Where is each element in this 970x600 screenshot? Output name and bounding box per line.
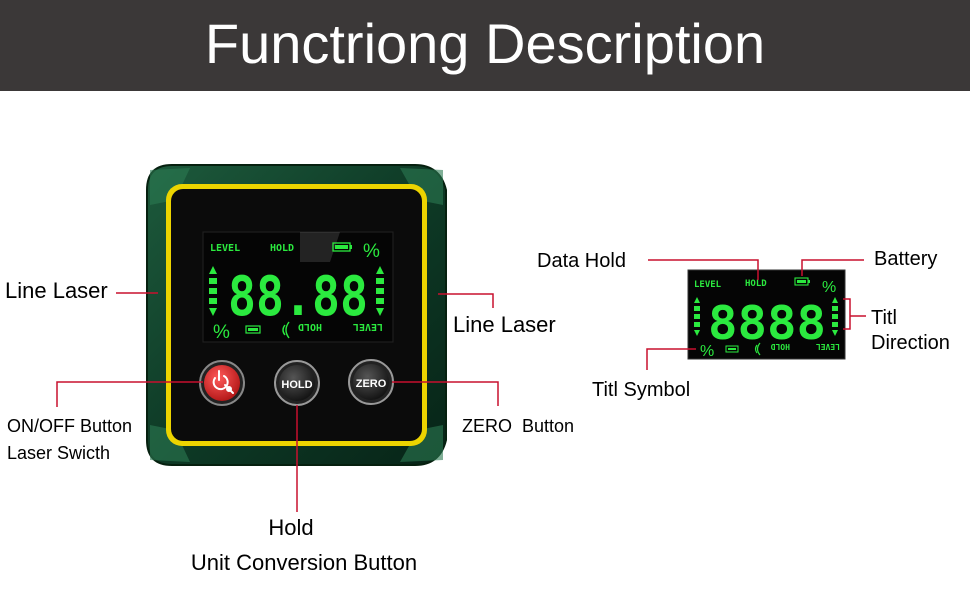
label-titl-symbol: Titl Symbol (592, 379, 690, 401)
display-right-arrows (832, 297, 838, 336)
label-unit-conversion-button: Unit Conversion Button (191, 550, 417, 575)
lcd-level-inverted: LEVEL (353, 321, 383, 332)
label-titl: Titl (871, 307, 897, 329)
leader-zero (392, 381, 499, 406)
leader-lines-display (646, 259, 866, 370)
zero-button[interactable]: ZERO (348, 359, 394, 405)
display-hold-label: HOLD (745, 279, 767, 289)
label-direction: Direction (871, 332, 950, 354)
inclinometer-device: LEVEL HOLD % (146, 164, 447, 466)
lcd-percent-top: % (363, 241, 380, 262)
lcd-battery-icon-bottom (245, 325, 261, 334)
page-title: Functriong Description (204, 12, 766, 75)
leader-battery (801, 259, 864, 276)
label-zero-button: ZERO Button (462, 416, 574, 436)
display-battery-icon (794, 277, 810, 286)
corner-bumper-bl (150, 425, 190, 462)
label-hold: Hold (268, 515, 313, 540)
display-level-label: LEVEL (694, 280, 722, 290)
leader-line-laser-right (438, 293, 494, 308)
power-laser-icon (212, 370, 234, 394)
label-line-laser-left: Line Laser (5, 278, 108, 303)
function-diagram: LEVEL HOLD % (5, 164, 950, 575)
leader-data-hold (648, 259, 759, 280)
header-bar: Functriong Description (0, 0, 970, 91)
leader-lines-device (56, 292, 499, 512)
lcd-hold-label: HOLD (270, 243, 294, 254)
lcd-digits: 88.88 (228, 265, 368, 328)
display-level-inverted: LEVEL (816, 342, 840, 351)
lcd-battery-icon (332, 242, 352, 252)
leader-titl-direction-bracket (843, 298, 851, 330)
power-laser-button[interactable] (199, 360, 245, 406)
leader-on-off (56, 381, 203, 407)
zero-button-label: ZERO (356, 378, 387, 390)
lcd-level-label: LEVEL (210, 243, 240, 254)
lcd-left-direction-arrows (209, 266, 217, 316)
lcd-hold-inverted: HOLD (298, 321, 322, 332)
corner-bumper-br (400, 425, 443, 462)
lcd-right-direction-arrows (376, 266, 384, 316)
label-laser-switch: Laser Swicth (7, 443, 110, 463)
display-battery-icon-bottom (725, 345, 739, 353)
display-left-arrows (694, 297, 700, 336)
display-signal-icon (754, 342, 761, 356)
corner-bumper-tr (400, 168, 443, 205)
lcd-screen: LEVEL HOLD % (202, 231, 394, 343)
display-percent-top: % (822, 279, 836, 296)
lcd-signal-icon (282, 321, 290, 339)
display-digits: 8888 (708, 296, 826, 350)
hold-button-label: HOLD (281, 379, 312, 391)
label-line-laser-right: Line Laser (453, 312, 556, 337)
label-data-hold: Data Hold (537, 250, 626, 272)
display-hold-inverted: HOLD (771, 342, 790, 351)
display-percent-bottom: % (700, 343, 714, 360)
hold-button[interactable]: HOLD (274, 360, 320, 406)
display-detail-screen (687, 269, 846, 360)
label-on-off-button: ON/OFF Button (7, 416, 132, 436)
lcd-percent-bottom: % (213, 322, 230, 343)
corner-bumper-tl (150, 168, 190, 205)
label-battery: Battery (874, 248, 937, 270)
display-detail: LEVEL HOLD % 8888 % (687, 269, 846, 360)
leader-titl-symbol (646, 348, 696, 370)
